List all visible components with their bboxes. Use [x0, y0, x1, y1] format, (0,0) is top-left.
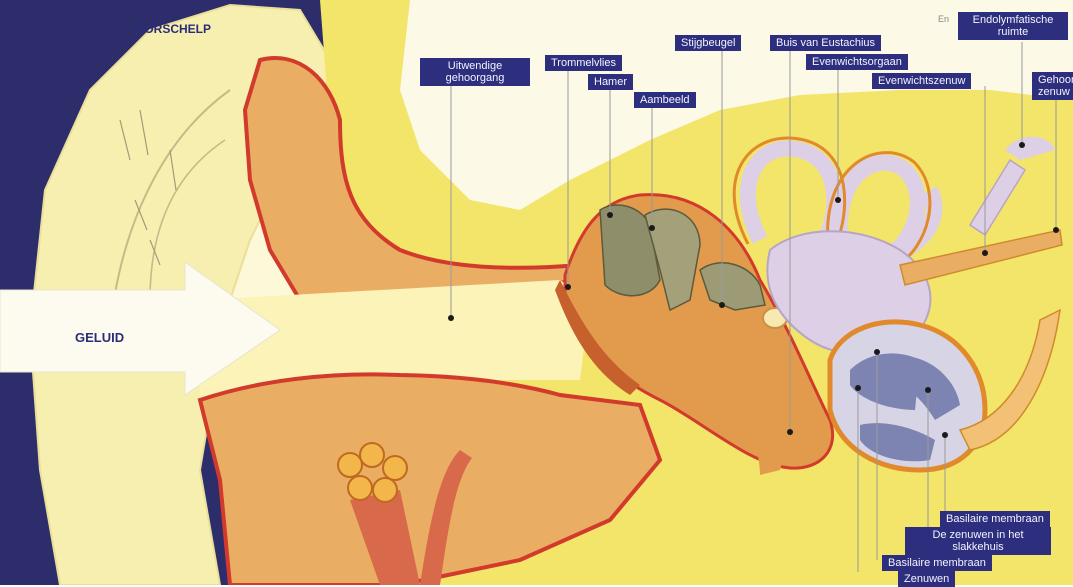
label-uitwendige-gehoorgang: Uitwendige gehoorgang — [420, 58, 530, 86]
dot-stijgbeugel — [719, 302, 725, 308]
label-zenuwen-slakkehuis: De zenuwen in het slakkehuis — [905, 527, 1051, 555]
dot-basilaire-2 — [874, 349, 880, 355]
label-gehoorzenuw-partial: Gehoor zenuw — [1032, 72, 1073, 100]
label-aambeeld: Aambeeld — [634, 92, 696, 108]
label-evenwichtszenuw: Evenwichtszenuw — [872, 73, 971, 89]
label-geluid: GELUID — [75, 330, 124, 345]
dot-zenuwen-slakkehuis — [925, 387, 931, 393]
label-trommelvlies: Trommelvlies — [545, 55, 622, 71]
dot-zenuwen — [855, 385, 861, 391]
label-stijgbeugel: Stijgbeugel — [675, 35, 741, 51]
label-hamer: Hamer — [588, 74, 633, 90]
gland-lobe-4 — [348, 476, 372, 500]
label-buis-van-eustachius: Buis van Eustachius — [770, 35, 881, 51]
gland-lobe-5 — [373, 478, 397, 502]
dot-trommelvlies — [565, 284, 571, 290]
label-oorschelp: OORSCHELP — [135, 22, 211, 36]
dot-eustachius — [787, 429, 793, 435]
dot-hamer — [607, 212, 613, 218]
dot-evenwichtszenuw — [982, 250, 988, 256]
dot-aambeeld — [649, 225, 655, 231]
dot-endolymfatische — [1019, 142, 1025, 148]
label-corner-partial: En — [938, 14, 949, 24]
label-endolymfatische-ruimte: Endolymfatische ruimte — [958, 12, 1068, 40]
label-basilaire-membraan-2: Basilaire membraan — [882, 555, 992, 571]
dot-evenwichtsorgaan — [835, 197, 841, 203]
dot-basilaire-1 — [942, 432, 948, 438]
label-basilaire-membraan-1: Basilaire membraan — [940, 511, 1050, 527]
gland-lobe-1 — [338, 453, 362, 477]
gland-lobe-3 — [383, 456, 407, 480]
dot-uitwendige — [448, 315, 454, 321]
gland-lobe-2 — [360, 443, 384, 467]
dot-gehoorzenuw — [1053, 227, 1059, 233]
label-evenwichtsorgaan: Evenwichtsorgaan — [806, 54, 908, 70]
